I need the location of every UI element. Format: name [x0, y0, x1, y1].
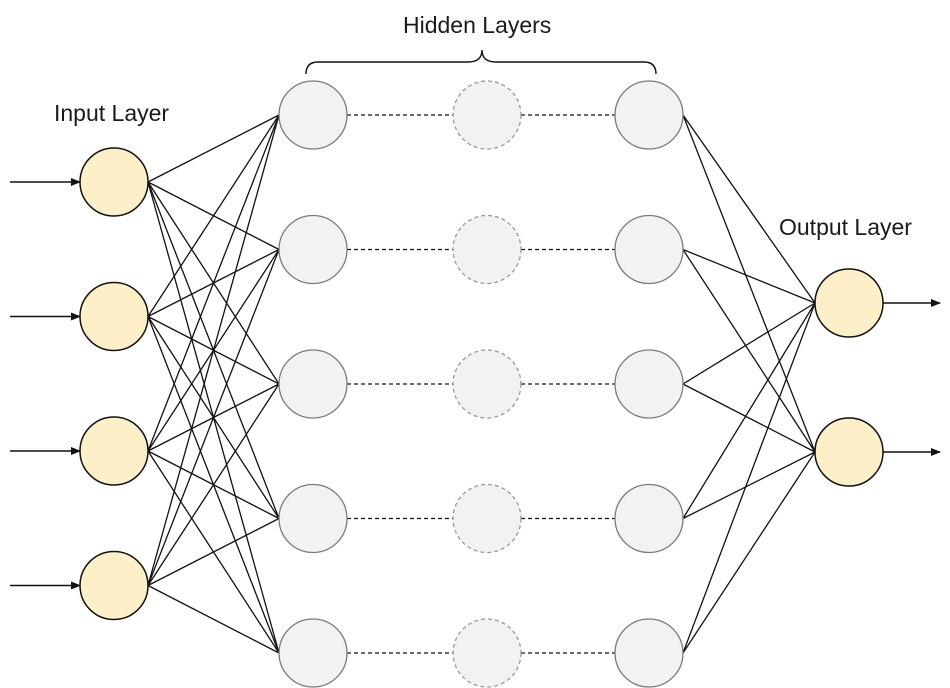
input-node-4	[79, 550, 149, 621]
input-node-1	[79, 147, 149, 217]
edge-hidden-2-output-1	[682, 248, 816, 304]
hidden-layer-3-node-1	[614, 80, 684, 150]
edge-hidden-5-output-2	[682, 451, 816, 654]
output-node-2	[814, 417, 884, 487]
hidden-layer-1-node-1	[278, 80, 348, 150]
hidden-layers-label: Hidden Layers	[403, 12, 552, 38]
hidden-layer-2-node-4	[452, 483, 522, 554]
hidden-layer-2-node-1	[452, 80, 522, 150]
hidden-layer-2-node-5	[452, 618, 522, 688]
hidden-layer-2-node-2	[452, 214, 522, 285]
hidden-layer-links	[347, 114, 615, 654]
network-nodes	[79, 80, 884, 688]
edge-input-2-hidden-1	[147, 114, 280, 317]
hidden-layer-1-node-2	[278, 214, 348, 285]
hidden-layer-3-node-3	[614, 349, 684, 419]
hidden-layer-3-node-2	[614, 214, 684, 285]
edge-input-4-hidden-1	[147, 114, 280, 586]
io-arrows	[10, 178, 941, 590]
input-node-3	[79, 416, 149, 486]
hidden-layers-brace	[305, 49, 657, 75]
hidden-layer-2-node-3	[452, 349, 522, 419]
connection-edges	[147, 114, 816, 654]
edge-hidden-5-output-1	[682, 302, 816, 654]
hidden-layer-1-node-5	[278, 618, 348, 688]
hidden-layer-1-node-3	[278, 349, 348, 419]
edge-input-4-hidden-3	[147, 383, 280, 586]
output-node-1	[814, 268, 884, 338]
edge-hidden-2-output-2	[682, 249, 816, 453]
edge-input-4-hidden-5	[147, 584, 280, 654]
hidden-layer-1-node-4	[278, 483, 348, 554]
edge-hidden-4-output-2	[682, 451, 816, 520]
edge-hidden-4-output-1	[682, 302, 816, 519]
hidden-layer-3-node-5	[614, 618, 684, 688]
input-node-2	[79, 281, 149, 352]
edge-input-3-hidden-1	[147, 114, 280, 452]
edge-input-1-hidden-1	[147, 114, 280, 183]
output-layer-label: Output Layer	[779, 214, 912, 240]
edge-input-4-hidden-4	[147, 517, 280, 587]
input-layer-label: Input Layer	[54, 100, 170, 126]
edge-hidden-3-output-1	[682, 302, 816, 385]
hidden-layer-3-node-4	[614, 483, 684, 554]
edge-hidden-1-output-1	[682, 114, 816, 304]
edge-hidden-3-output-2	[682, 383, 816, 453]
edge-input-4-hidden-2	[147, 249, 280, 586]
edge-hidden-1-output-2	[682, 114, 816, 453]
